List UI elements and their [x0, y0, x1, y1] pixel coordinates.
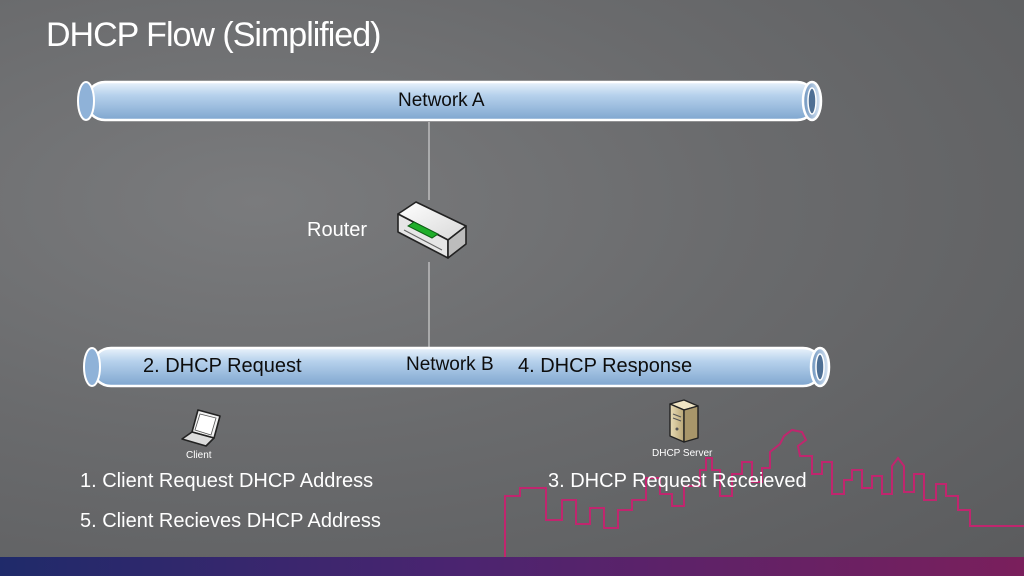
bottom-accent-bar [0, 557, 1024, 576]
network-a-pipe [77, 80, 823, 122]
network-b-label: Network B [406, 354, 494, 375]
step2-dhcp-request: 2. DHCP Request [143, 355, 302, 377]
step1-text: 1. Client Request DHCP Address [80, 470, 374, 492]
router-label: Router [307, 219, 368, 241]
router-icon [397, 201, 467, 259]
laptop-icon [181, 409, 221, 447]
network-a-label: Network A [398, 90, 485, 111]
step3-text: 3. DHCP Request Receieved [548, 470, 807, 492]
network-b-pipe [83, 346, 831, 388]
skyline-decoration [504, 428, 1024, 557]
slide-title: DHCP Flow (Simplified) [46, 16, 381, 54]
client-label: Client [186, 450, 212, 461]
step5-text: 5. Client Recieves DHCP Address [80, 510, 381, 532]
step4-dhcp-response: 4. DHCP Response [518, 355, 693, 377]
server-label: DHCP Server [652, 448, 713, 459]
server-icon [669, 399, 699, 443]
